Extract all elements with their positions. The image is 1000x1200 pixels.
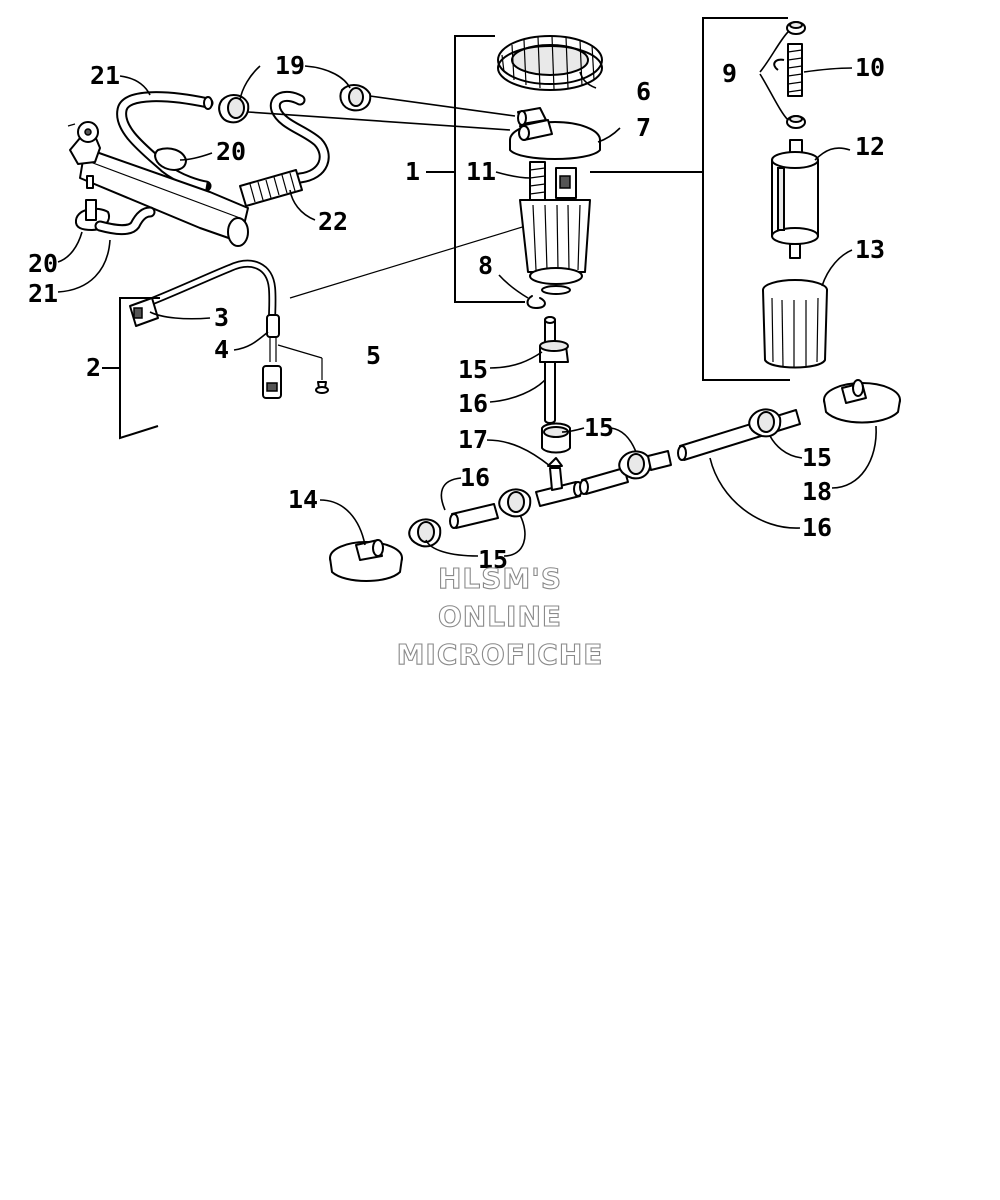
callout-3: 3 xyxy=(214,303,229,332)
callout-9: 9 xyxy=(722,59,737,88)
watermark-line-3: MICROFICHE xyxy=(397,638,604,671)
callout-15-pipe: 15 xyxy=(458,355,488,384)
callout-16-short: 16 xyxy=(460,463,490,492)
callout-15-right: 15 xyxy=(802,443,832,472)
callout-20-lower: 20 xyxy=(28,249,58,278)
callout-15-tee: 15 xyxy=(584,413,614,442)
callout-8: 8 xyxy=(478,251,493,280)
callout-17: 17 xyxy=(458,425,488,454)
watermark-line-1: HLSM'S xyxy=(438,562,562,595)
pickup-lines xyxy=(329,379,901,582)
wiring-harness xyxy=(129,209,579,399)
callout-labels: 21 19 20 22 20 21 3 4 5 2 1 6 7 11 8 9 1… xyxy=(28,51,885,574)
callout-16-long: 16 xyxy=(802,513,832,542)
callout-13: 13 xyxy=(855,235,885,264)
callout-6: 6 xyxy=(636,77,651,106)
callout-4: 4 xyxy=(214,335,229,364)
callout-18: 18 xyxy=(802,477,832,506)
callout-10: 10 xyxy=(855,53,885,82)
watermark-line-2: ONLINE xyxy=(438,600,562,633)
callout-22: 22 xyxy=(318,207,348,236)
callout-20-upper: 20 xyxy=(216,137,246,166)
callout-7: 7 xyxy=(636,113,651,142)
callout-19: 19 xyxy=(275,51,305,80)
callout-2: 2 xyxy=(86,353,101,382)
callout-5: 5 xyxy=(366,341,381,370)
callout-14: 14 xyxy=(288,485,318,514)
fuel-rail-assembly xyxy=(67,84,516,247)
callout-21-lower: 21 xyxy=(28,279,58,308)
callout-11: 11 xyxy=(466,157,496,186)
pump-module xyxy=(497,35,603,454)
callout-21-upper: 21 xyxy=(90,61,120,90)
callout-12: 12 xyxy=(855,132,885,161)
watermark: HLSM'S ONLINE MICROFICHE xyxy=(396,561,604,671)
leader-lines xyxy=(57,31,877,557)
callout-15-lower: 15 xyxy=(478,545,508,574)
group-brackets xyxy=(102,17,790,440)
callout-16-pipe: 16 xyxy=(458,389,488,418)
pump-internals xyxy=(762,21,828,369)
callout-1: 1 xyxy=(405,157,420,186)
